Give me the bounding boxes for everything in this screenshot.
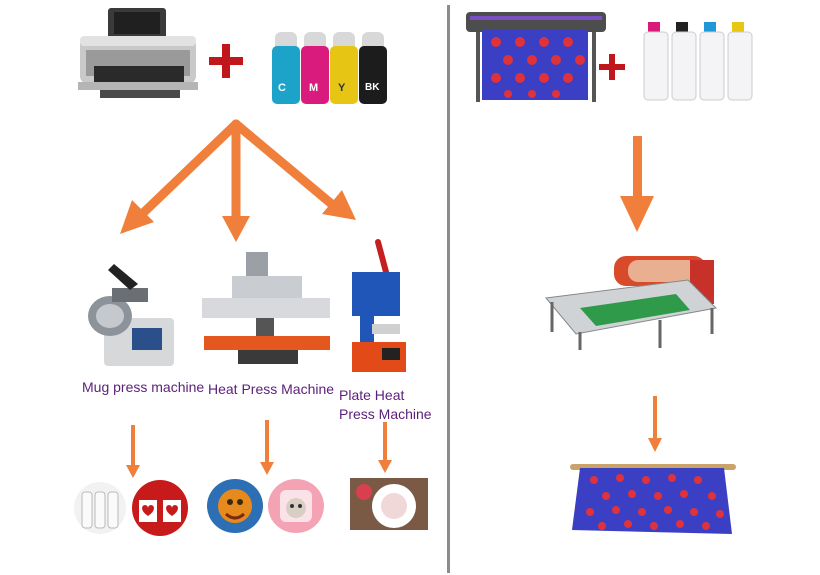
ink-label-y: Y	[338, 82, 346, 94]
plate-press-label-line2: Press Machine	[339, 406, 432, 422]
sublimation-ink-bottles-image	[643, 22, 753, 101]
photo-plate-product-image	[350, 478, 428, 530]
ink-label-bk: BK	[365, 82, 380, 93]
plate-press-machine-image	[352, 239, 406, 372]
mug-press-label: Mug press machine	[82, 379, 205, 395]
arrow-down-mug	[126, 425, 140, 478]
printed-fabric-roll-image	[570, 464, 736, 534]
panel-divider	[447, 5, 450, 573]
heart-mugs-product-image	[132, 480, 188, 536]
plus-icon	[209, 44, 243, 78]
rotary-calender-machine-image	[545, 256, 718, 350]
arrow-down-to-fabric	[648, 396, 662, 452]
ink-label-m: M	[309, 82, 319, 94]
arrow-head-left	[120, 200, 154, 234]
arrow-head-right	[322, 190, 356, 220]
heat-press-label: Heat Press Machine	[208, 381, 335, 397]
water-bottles-product-image	[74, 482, 126, 534]
large-format-printer-image	[466, 12, 606, 102]
arrow-head-middle	[222, 216, 250, 242]
desktop-printer-image	[78, 8, 198, 98]
plus-icon-right	[599, 54, 625, 80]
heat-press-machine-image	[202, 252, 330, 364]
plate-press-label-line1: Plate Heat	[339, 387, 405, 403]
mug-press-machine-image	[88, 264, 174, 366]
arrow-down-to-calender	[620, 136, 654, 232]
cat-pillow-product-image	[268, 479, 324, 533]
lion-cushion-product-image	[207, 479, 263, 533]
arrow-down-plate-press	[378, 422, 392, 473]
fan-out-arrows	[120, 119, 356, 242]
ink-bottles-image: C M Y BK	[272, 28, 390, 108]
arrow-down-heat-press	[260, 420, 274, 475]
ink-label-c: C	[278, 82, 286, 94]
